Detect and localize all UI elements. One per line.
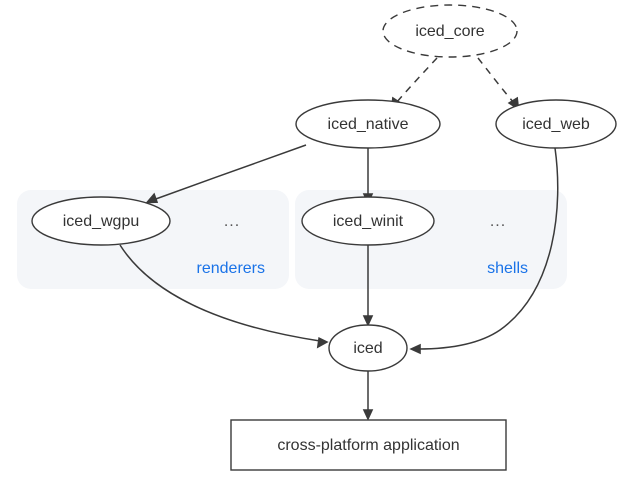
arrow-head-icon <box>362 315 374 327</box>
node-iced-core-shape[interactable] <box>382 4 518 58</box>
cluster-renderers-label: renderers <box>197 260 265 277</box>
edge-iced-core-to-iced-web <box>477 57 520 111</box>
arrow-head-icon <box>409 343 421 355</box>
edge-iced-wgpu-to-iced <box>119 244 329 349</box>
edge-iced-native-to-iced-wgpu <box>145 144 307 204</box>
edge-iced-native-to-iced-winit <box>362 148 374 205</box>
node-application-label: cross-platform application <box>277 437 459 454</box>
node-iced-wgpu-shape[interactable] <box>31 196 171 246</box>
node-iced-core-label: iced_core <box>415 23 484 40</box>
node-application-shape[interactable] <box>230 419 507 471</box>
node-iced-native-label: iced_native <box>328 116 409 133</box>
node-iced-winit-label: iced_winit <box>333 213 404 230</box>
edge-line <box>395 57 438 104</box>
node-iced-web-label: iced_web <box>522 116 590 133</box>
node-iced-winit[interactable]: iced_winit <box>301 196 435 246</box>
node-iced-native-shape[interactable] <box>295 99 441 149</box>
edge-line <box>119 244 321 342</box>
edge-iced-to-application <box>362 371 374 421</box>
cluster-shells-ellipsis: ... <box>490 213 506 230</box>
node-iced-shape[interactable] <box>328 324 408 372</box>
edge-line <box>417 147 559 350</box>
node-iced-native[interactable]: iced_native <box>295 99 441 149</box>
cluster-shells-label: shells <box>487 260 528 277</box>
node-iced-winit-shape[interactable] <box>301 196 435 246</box>
edge-iced-web-to-iced <box>409 147 559 355</box>
edge-line <box>477 57 515 104</box>
arrow-head-icon <box>145 192 159 204</box>
node-iced-wgpu[interactable]: iced_wgpu <box>31 196 171 246</box>
node-iced-core[interactable]: iced_core <box>382 4 518 58</box>
arrow-head-icon <box>362 409 374 421</box>
edge-iced-winit-to-iced <box>362 244 374 327</box>
edge-line <box>152 144 307 201</box>
node-iced-web-shape[interactable] <box>495 99 617 149</box>
node-iced-web[interactable]: iced_web <box>495 99 617 149</box>
node-iced-label: iced <box>353 340 382 357</box>
arrow-head-icon <box>316 336 329 349</box>
cluster-renderers-ellipsis: ... <box>224 213 240 230</box>
node-iced[interactable]: iced <box>328 324 408 372</box>
node-cross-platform-application[interactable]: cross-platform application <box>230 419 507 471</box>
node-iced-wgpu-label: iced_wgpu <box>63 213 140 230</box>
